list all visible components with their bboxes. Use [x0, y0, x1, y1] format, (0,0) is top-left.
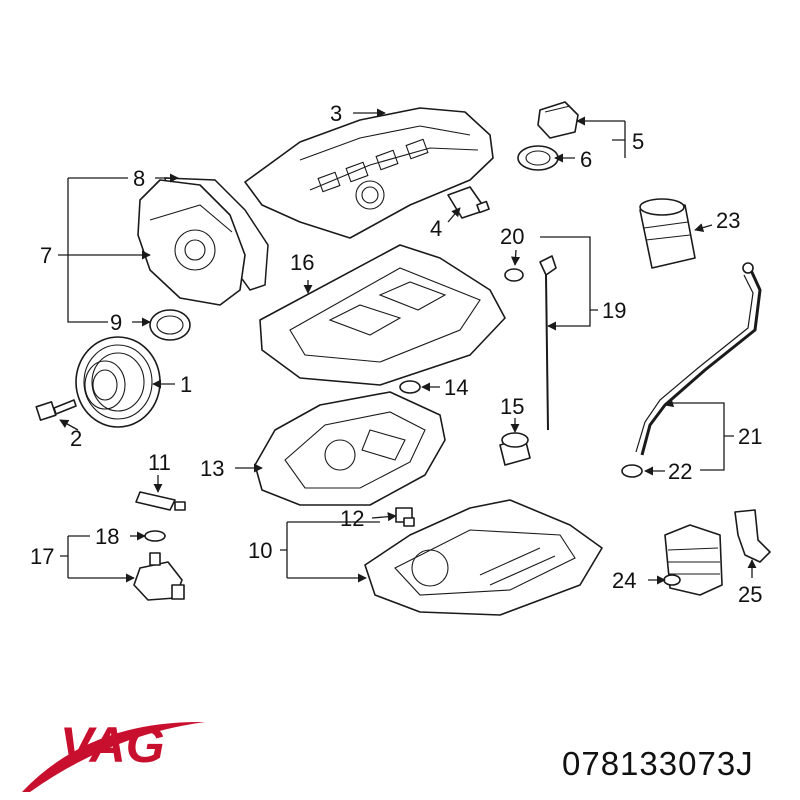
callout-22: 22 — [668, 459, 692, 484]
dipstick-part[interactable] — [539, 255, 557, 431]
bracket-part[interactable] — [734, 509, 771, 563]
callout-6: 6 — [580, 147, 592, 172]
callout-1: 1 — [180, 372, 192, 397]
callout-16: 16 — [290, 250, 314, 275]
pulley-part[interactable] — [75, 336, 161, 428]
vag-logo: VAG — [22, 717, 205, 792]
leader-lines — [58, 108, 757, 585]
callout-3: 3 — [330, 101, 342, 126]
dipstick-seal-part[interactable] — [504, 268, 524, 282]
callout-15: 15 — [500, 394, 524, 419]
callout-14: 14 — [444, 375, 468, 400]
drain-plug-part[interactable] — [395, 507, 415, 527]
callout-4: 4 — [430, 216, 442, 241]
callout-10: 10 — [248, 538, 272, 563]
seal-ring-part[interactable] — [149, 309, 191, 341]
callout-24: 24 — [612, 568, 636, 593]
washer-part[interactable] — [399, 380, 421, 394]
upper-oil-pan-part[interactable] — [254, 391, 446, 506]
o-ring-part[interactable] — [621, 464, 643, 478]
callout-5: 5 — [632, 129, 644, 154]
callout-2: 2 — [70, 426, 82, 451]
callout-8: 8 — [133, 166, 145, 191]
cap-seal-part[interactable] — [517, 145, 559, 171]
oil-cap-part[interactable] — [537, 101, 579, 139]
oil-filter-part[interactable] — [639, 198, 696, 269]
callout-9: 9 — [110, 310, 122, 335]
callout-7: 7 — [40, 243, 52, 268]
sealant-strip-part[interactable] — [447, 186, 490, 219]
valve-cover-part[interactable] — [244, 107, 494, 239]
callout-11: 11 — [148, 450, 171, 475]
sealant-tube-part[interactable] — [135, 491, 186, 511]
callout-23: 23 — [716, 208, 740, 233]
brand-name: VAG — [60, 717, 165, 773]
bedplate-part[interactable] — [259, 244, 506, 386]
callout-20: 20 — [500, 224, 524, 249]
part-number: 078133073J — [562, 745, 754, 782]
callout-18: 18 — [95, 524, 119, 549]
callout-labels: 3 8 7 9 5 6 4 16 20 19 23 1 2 14 15 21 2… — [30, 101, 762, 607]
timing-cover-part[interactable] — [137, 179, 246, 306]
fitting-part[interactable] — [499, 432, 531, 466]
oil-cooler-part[interactable] — [663, 524, 723, 596]
callout-12: 12 — [340, 506, 364, 531]
callout-13: 13 — [200, 456, 224, 481]
lower-oil-pan-part[interactable] — [364, 499, 603, 616]
callout-19: 19 — [602, 298, 626, 323]
callout-21: 21 — [738, 424, 762, 449]
sensor-o-ring-part[interactable] — [144, 530, 166, 542]
callout-17: 17 — [30, 544, 54, 569]
oil-level-sensor-part[interactable] — [133, 552, 185, 601]
bolt-part[interactable] — [35, 399, 77, 421]
logo-swoosh — [22, 721, 205, 792]
callout-25: 25 — [738, 582, 762, 607]
guide-tube-part[interactable] — [635, 262, 762, 456]
